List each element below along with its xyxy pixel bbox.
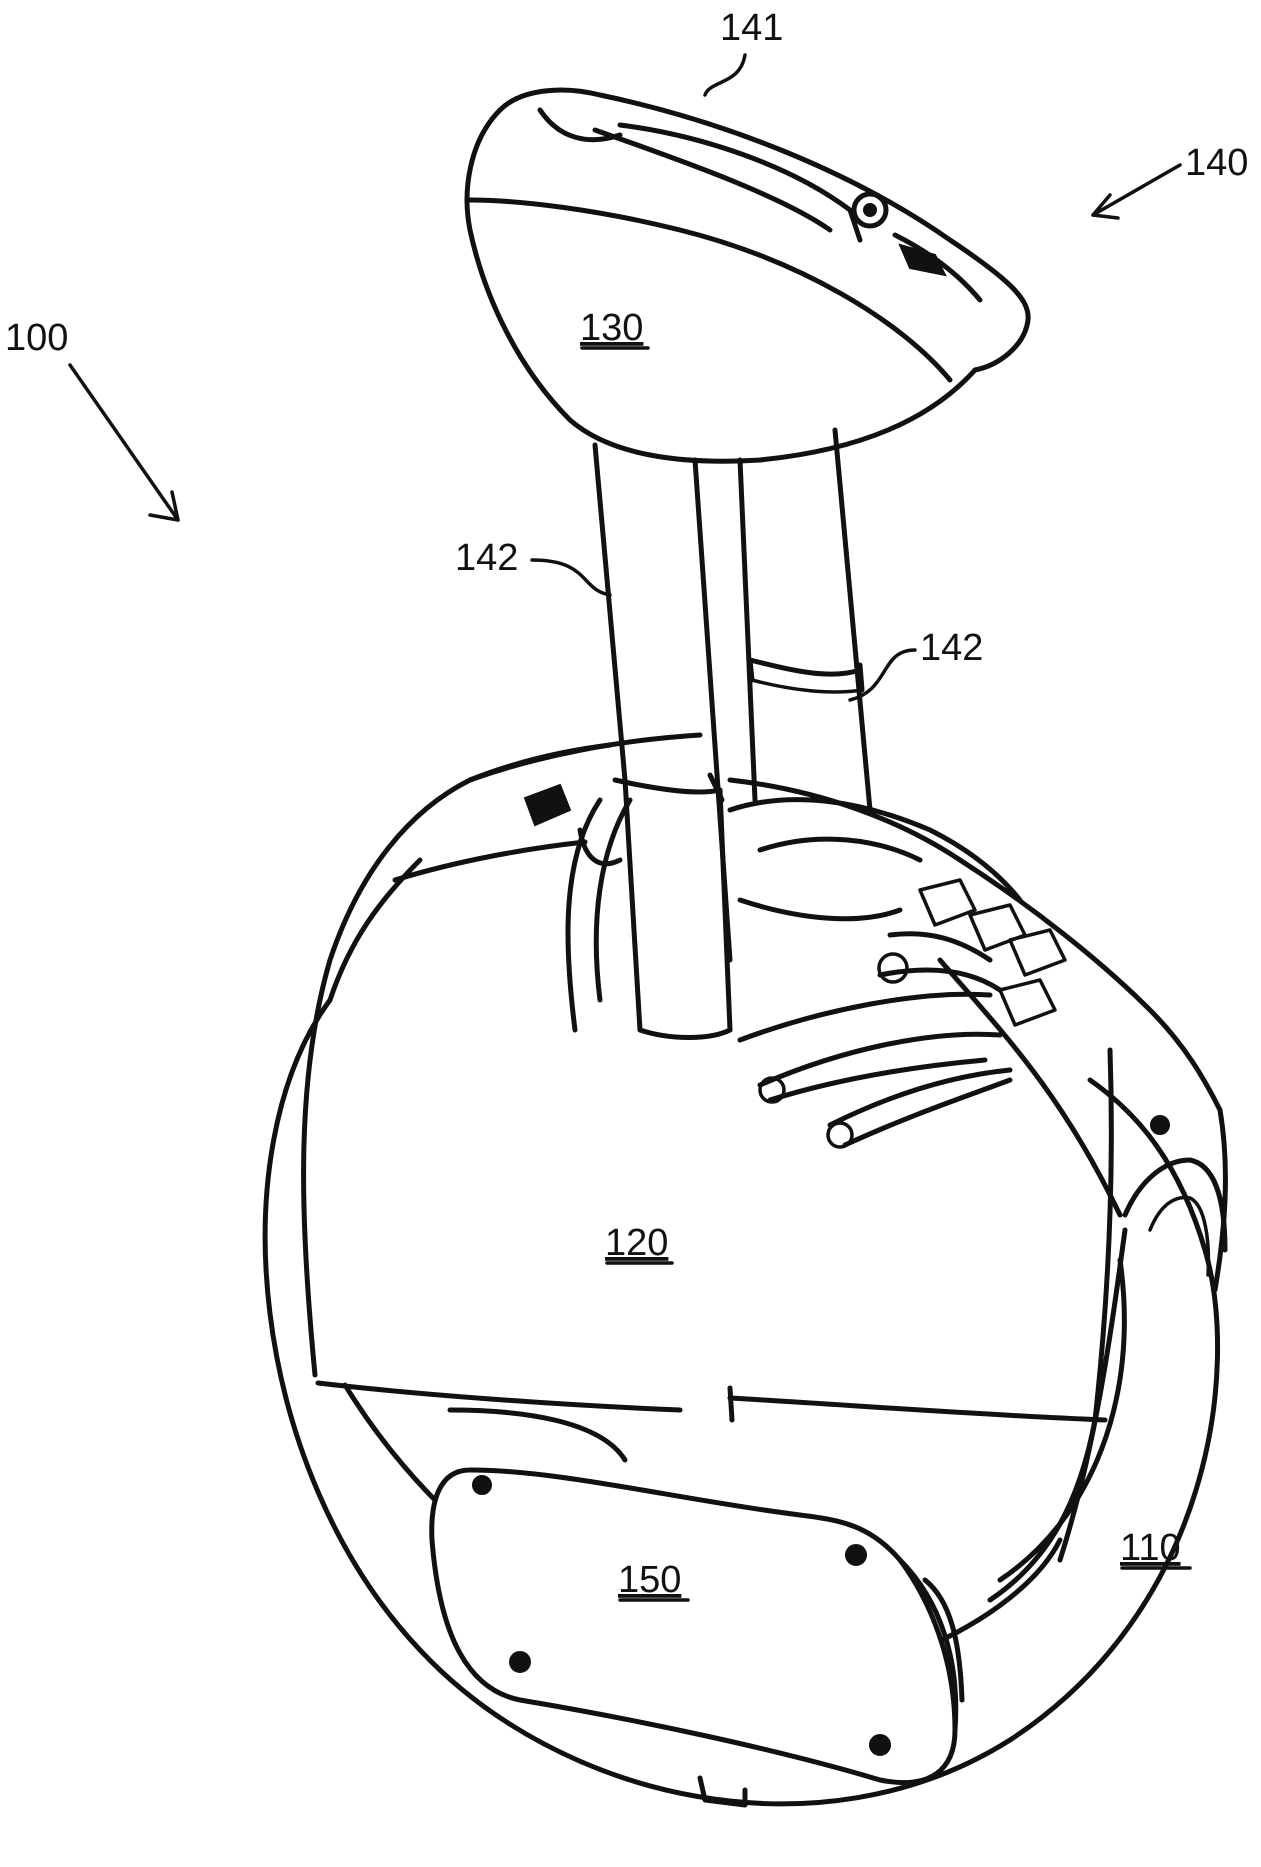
- label-110: 110: [1120, 1527, 1192, 1570]
- label-142-left: 142: [455, 537, 612, 597]
- label-text-142-left: 142: [455, 537, 518, 579]
- label-100: 100: [5, 317, 180, 522]
- label-text-140: 140: [1185, 142, 1248, 184]
- label-text-141: 141: [720, 7, 783, 49]
- label-text-142-right: 142: [920, 627, 983, 669]
- label-150: 150: [618, 1559, 690, 1602]
- label-141: 141: [703, 7, 783, 97]
- label-text-150: 150: [618, 1559, 681, 1601]
- shaft-142: [592, 427, 873, 1040]
- label-120: 120: [605, 1222, 674, 1265]
- label-130: 130: [580, 307, 650, 350]
- body-casing-120: [301, 742, 1228, 1603]
- handle-head-130: [464, 87, 1031, 464]
- label-text-110: 110: [1120, 1527, 1181, 1569]
- battery-pack-150: [429, 1467, 965, 1808]
- label-text-120: 120: [605, 1222, 668, 1264]
- label-text-100: 100: [5, 317, 68, 359]
- label-text-130: 130: [580, 307, 643, 349]
- label-140: 140: [1091, 142, 1248, 220]
- body-top-rim: [467, 732, 1170, 1149]
- label-142-right: 142: [848, 627, 983, 702]
